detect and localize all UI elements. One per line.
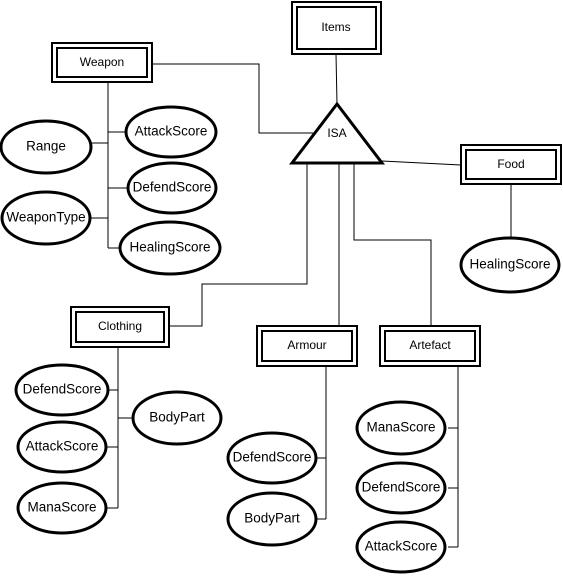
- entity-armour-label: Armour: [287, 338, 326, 352]
- attribute-clothing-mana[interactable]: ManaScore: [16, 481, 108, 535]
- attribute-weapon-attack[interactable]: AttackScore: [124, 105, 218, 159]
- entity-clothing-label: Clothing: [98, 319, 142, 333]
- attribute-artefact-defend[interactable]: DefendScore: [355, 461, 447, 515]
- svg-text:HealingScore: HealingScore: [469, 257, 550, 272]
- svg-text:ManaScore: ManaScore: [27, 500, 96, 515]
- svg-text:ManaScore: ManaScore: [366, 420, 435, 435]
- svg-text:AttackScore: AttackScore: [365, 539, 438, 554]
- attribute-weapon-defend[interactable]: DefendScore: [126, 161, 218, 215]
- isa-relationship[interactable]: ISA: [288, 101, 386, 165]
- attribute-weapon-type[interactable]: WeaponType: [0, 190, 92, 246]
- attribute-food-healing[interactable]: HealingScore: [459, 236, 561, 294]
- svg-text:BodyPart: BodyPart: [149, 410, 205, 425]
- edge-weapon-isa: [152, 63, 313, 134]
- svg-text:BodyPart: BodyPart: [244, 511, 300, 526]
- svg-text:WeaponType: WeaponType: [6, 210, 85, 225]
- entity-items[interactable]: Items: [291, 1, 382, 55]
- edge-items-isa: [335, 53, 338, 105]
- isa-label: ISA: [327, 126, 346, 140]
- edges: [90, 53, 512, 548]
- attribute-artefact-attack[interactable]: AttackScore: [355, 520, 447, 574]
- edge-isa-clothing: [169, 164, 308, 327]
- entity-weapon[interactable]: Weapon: [51, 42, 153, 83]
- svg-text:AttackScore: AttackScore: [26, 439, 99, 454]
- entity-armour[interactable]: Armour: [256, 325, 358, 367]
- entity-clothing[interactable]: Clothing: [70, 306, 170, 348]
- attribute-clothing-attack[interactable]: AttackScore: [16, 420, 108, 474]
- edge-isa-food: [381, 160, 462, 166]
- attribute-weapon-healing[interactable]: HealingScore: [118, 220, 222, 276]
- entity-food[interactable]: Food: [460, 144, 562, 185]
- svg-text:Range: Range: [26, 139, 66, 154]
- attribute-weapon-range[interactable]: Range: [0, 119, 93, 175]
- entity-food-label: Food: [497, 157, 524, 171]
- svg-text:AttackScore: AttackScore: [135, 124, 208, 139]
- edge-isa-artefact: [353, 164, 432, 326]
- entity-items-label: Items: [321, 20, 350, 34]
- attribute-clothing-defend[interactable]: DefendScore: [14, 363, 110, 417]
- isa-triangle[interactable]: [288, 101, 386, 165]
- attribute-armour-defend[interactable]: DefendScore: [226, 431, 318, 485]
- entity-artefact[interactable]: Artefact: [379, 325, 481, 367]
- svg-text:DefendScore: DefendScore: [23, 382, 102, 397]
- attribute-armour-bodypart[interactable]: BodyPart: [226, 491, 318, 547]
- svg-text:HealingScore: HealingScore: [129, 240, 210, 255]
- svg-text:DefendScore: DefendScore: [133, 180, 212, 195]
- entity-artefact-label: Artefact: [409, 338, 451, 352]
- entity-weapon-label: Weapon: [80, 55, 124, 69]
- attribute-artefact-mana[interactable]: ManaScore: [355, 400, 447, 456]
- svg-text:DefendScore: DefendScore: [233, 450, 312, 465]
- svg-text:DefendScore: DefendScore: [362, 480, 441, 495]
- attribute-clothing-bodypart[interactable]: BodyPart: [131, 390, 223, 446]
